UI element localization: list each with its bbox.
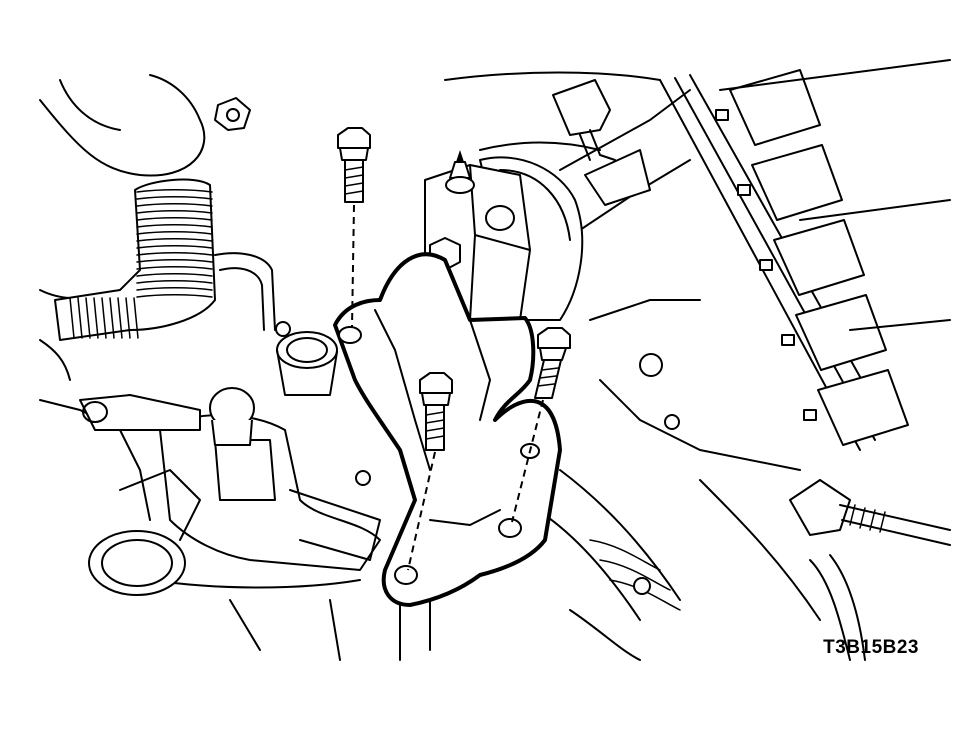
finned-component [659,59,951,451]
bolt-2 [407,372,453,571]
mounting-bracket [333,252,562,607]
bolt-1 [337,127,371,329]
pipe-connector [276,331,338,396]
lower-right-connector [789,479,951,661]
shift-housing [79,387,381,596]
corrugated-hose [54,178,276,341]
wire-connector [552,79,651,206]
bolt-3 [511,327,571,523]
figure-code-label: T3B15B23 [823,637,919,658]
